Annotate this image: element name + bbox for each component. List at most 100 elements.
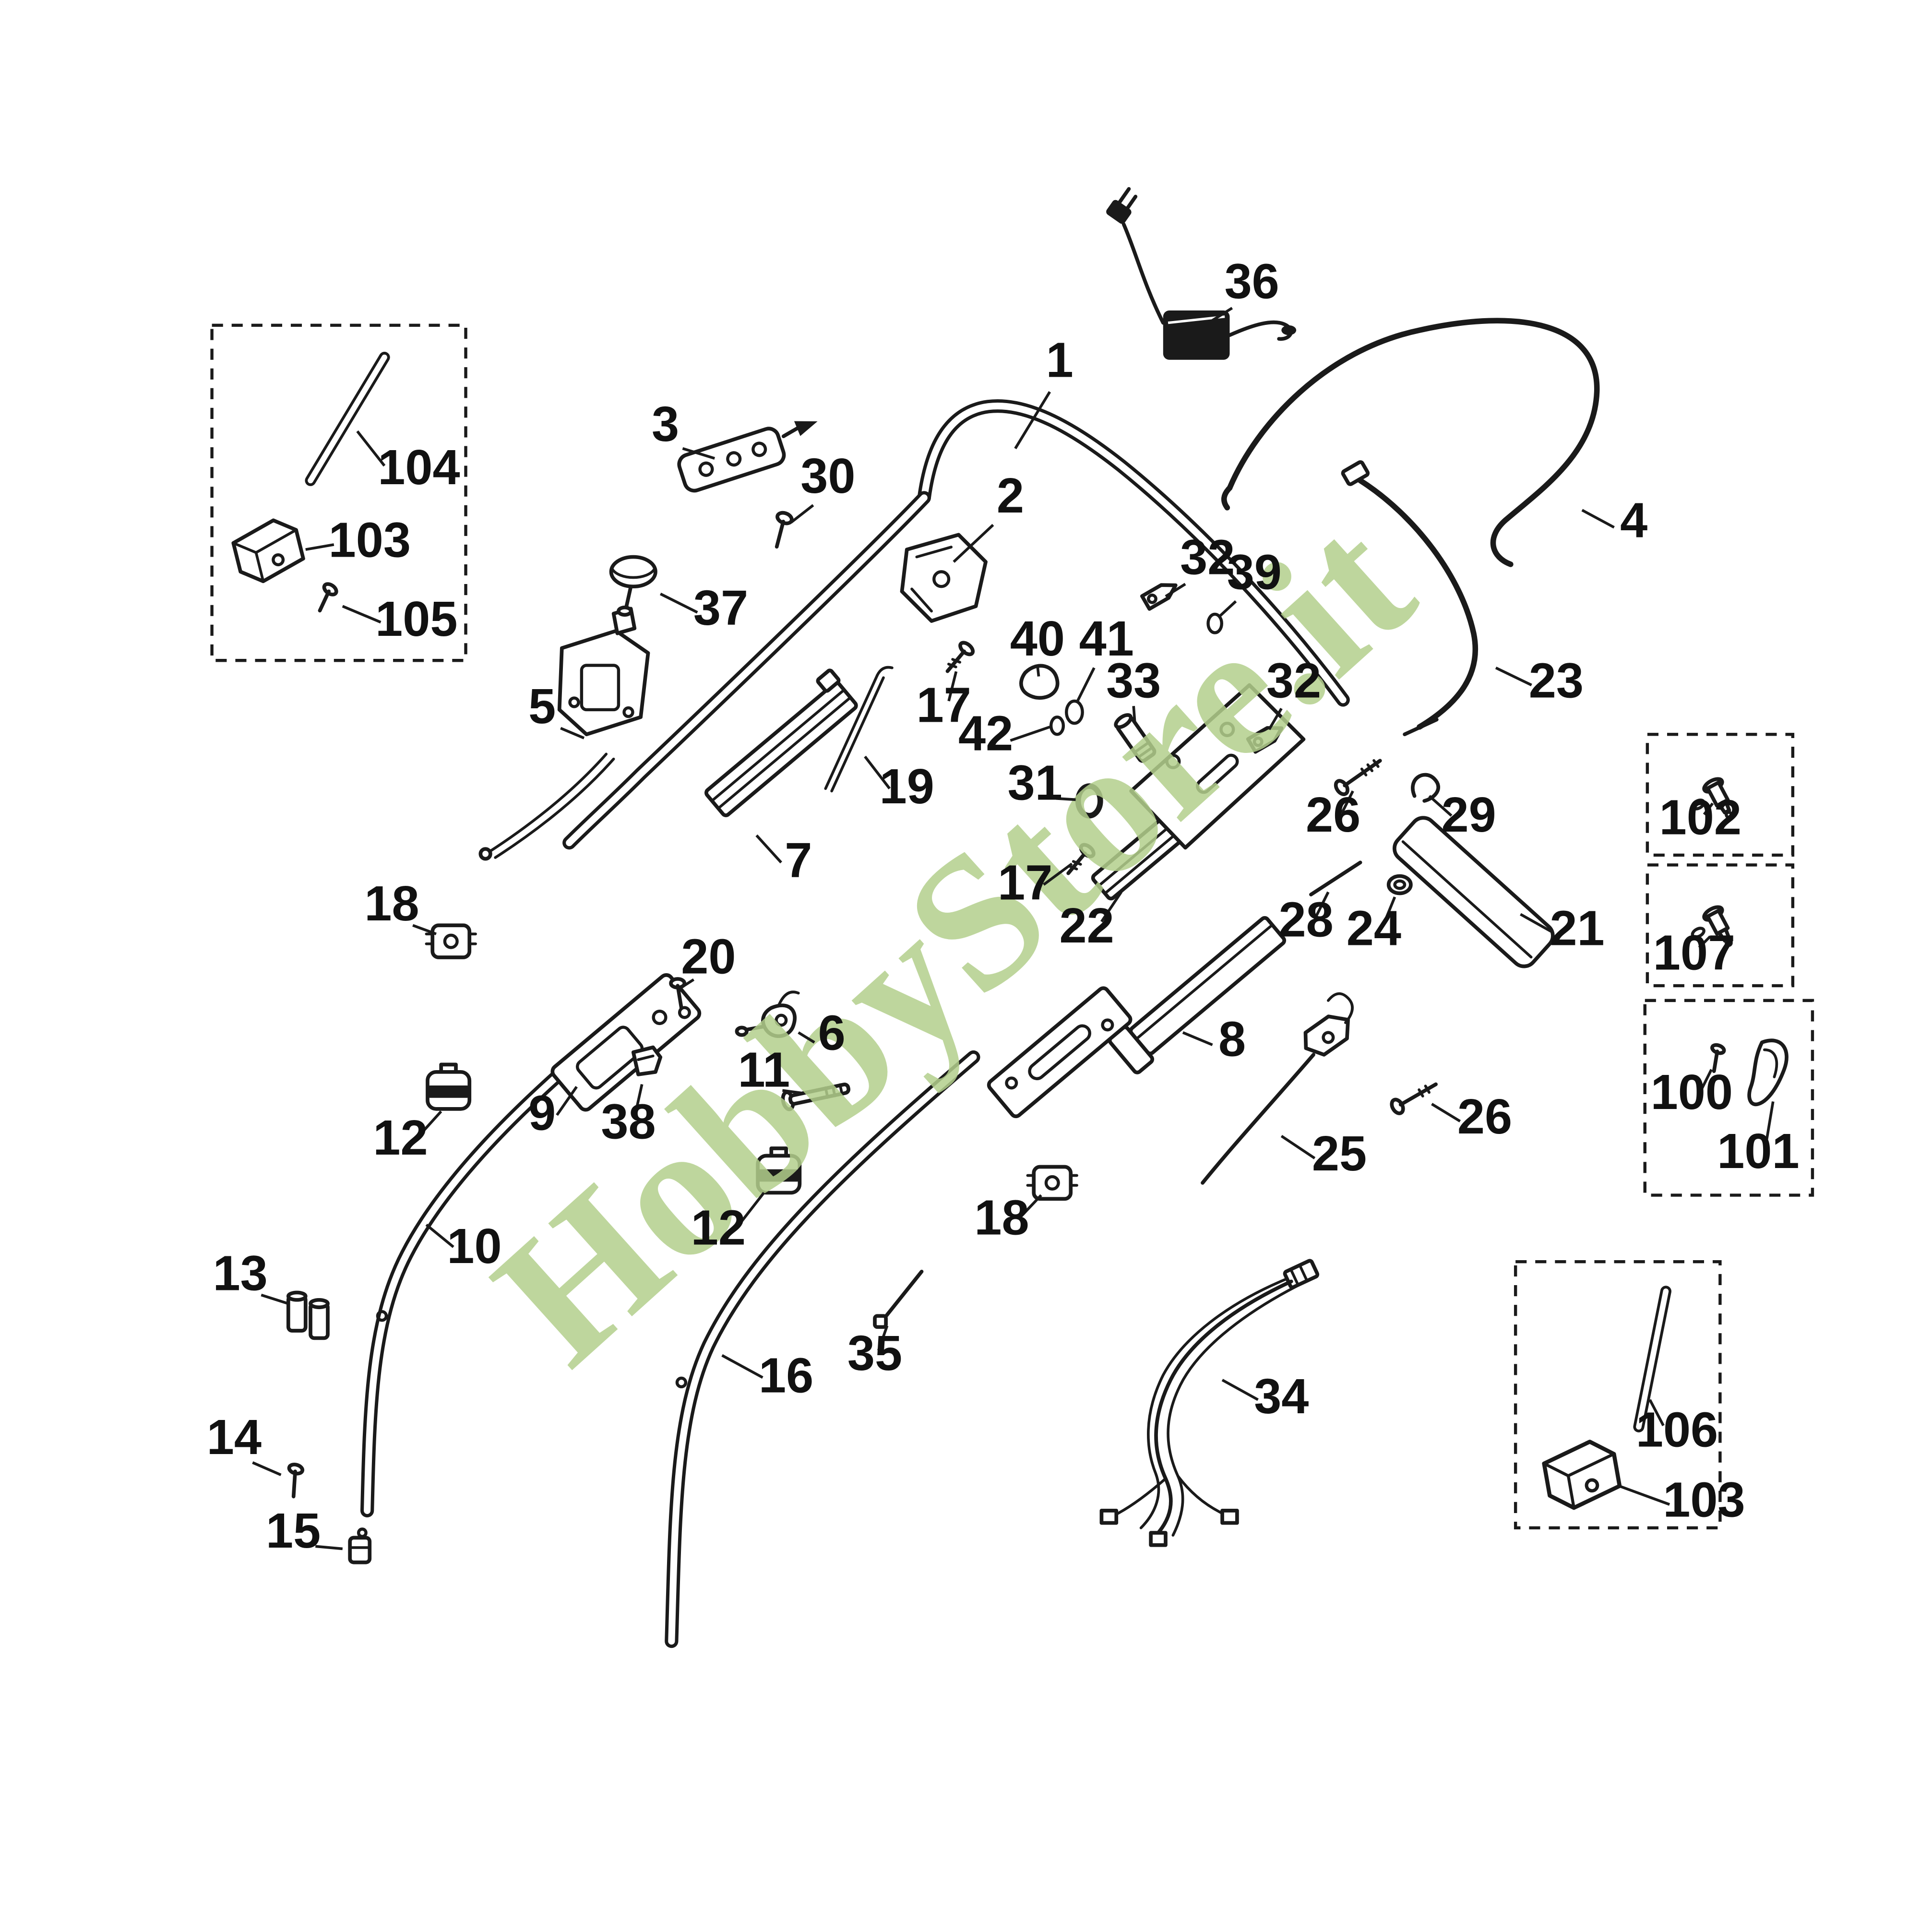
inset-box-2 (1646, 863, 1795, 988)
leader-line-38-37 (633, 1084, 644, 1118)
part-label-20-33: 20 (681, 929, 736, 984)
leader-line-32-15 (1268, 707, 1283, 730)
leader-line-18-44 (1018, 1194, 1042, 1220)
part-label-31-20: 31 (1008, 755, 1062, 810)
part-label-35-48: 35 (847, 1325, 902, 1381)
leader-line-17-26 (1043, 862, 1073, 886)
leader-line-107-31 (1698, 935, 1711, 949)
part-label-25-43: 25 (1312, 1126, 1367, 1181)
bolt-26-art (1334, 759, 1382, 796)
part-label-42-19: 42 (958, 706, 1013, 761)
leader-line-6-34 (798, 1031, 815, 1044)
part-label-107-31: 107 (1653, 925, 1735, 980)
inset-box-1 (1646, 733, 1795, 857)
pin-28-art (1309, 860, 1362, 896)
leader-line-30-4 (790, 504, 814, 524)
leader-line-19-21 (864, 755, 891, 789)
part-label-33-14: 33 (1106, 653, 1161, 708)
leader-line-29-23 (1428, 795, 1453, 817)
part-label-18-32: 18 (364, 876, 419, 931)
cover-21-art (1393, 816, 1555, 968)
screw-100-art (1710, 1043, 1726, 1073)
part-label-32-15: 32 (1266, 653, 1321, 708)
part-label-32-10: 32 (1180, 530, 1235, 585)
leader-line-11-35 (782, 1089, 801, 1095)
part-label-106-51: 106 (1636, 1402, 1718, 1457)
leader-line-102-24 (1703, 802, 1714, 815)
key-32b-art (1246, 726, 1284, 754)
part-label-2-8: 2 (997, 468, 1024, 523)
leader-line-32-10 (1165, 583, 1186, 598)
part-label-28-28: 28 (1279, 892, 1334, 947)
part-label-18-44: 18 (974, 1190, 1029, 1245)
leader-line-21-30 (1520, 913, 1552, 933)
part-15-art (348, 1527, 372, 1564)
part-label-19-21: 19 (880, 759, 934, 814)
leader-line-36-6 (1212, 307, 1233, 322)
part-label-7-25: 7 (785, 833, 812, 888)
leader-line-8-38 (1182, 1031, 1213, 1046)
clamp-6-art (735, 990, 800, 1038)
switch-housing-2-art (900, 533, 988, 623)
plate-lower-right-art (987, 986, 1133, 1119)
rod-104-art (305, 352, 390, 486)
part-label-6-34: 6 (818, 1005, 846, 1061)
leader-line-13-47 (261, 1293, 289, 1305)
clip-18b-art (1026, 1165, 1078, 1201)
inset-box-3 (1643, 999, 1814, 1197)
part-label-104-0: 104 (378, 440, 460, 495)
rod-19-art (824, 666, 894, 793)
leader-line-9-36 (556, 1086, 578, 1116)
screw-20-art (669, 977, 687, 1010)
clip-38-art (631, 1045, 663, 1076)
inset-box-0 (210, 323, 467, 662)
part-label-12-45: 12 (691, 1200, 746, 1255)
leader-line-104-0 (356, 430, 386, 467)
part-label-26-22: 26 (1306, 787, 1360, 842)
leader-line-42-19 (1010, 726, 1050, 742)
cable-tie-35-art (873, 1269, 924, 1329)
washer-24-art (1386, 874, 1413, 895)
part-label-23-16: 23 (1529, 653, 1584, 708)
screw-30-art (775, 511, 794, 549)
leader-line-100-39 (1700, 1069, 1713, 1090)
charger-36-art (1106, 187, 1297, 360)
leader-line-3-3 (682, 447, 716, 460)
part-label-29-23: 29 (1441, 787, 1496, 842)
part-label-103-52: 103 (1663, 1472, 1745, 1527)
leader-line-24-29 (1382, 896, 1396, 925)
clip-29-art (1411, 773, 1440, 803)
part-label-14-53: 14 (207, 1409, 262, 1465)
rail-8-art (1108, 916, 1287, 1074)
leader-line-106-51 (1648, 1399, 1665, 1427)
part-label-9-36: 9 (528, 1085, 556, 1140)
leader-line-12-41 (417, 1110, 442, 1138)
rail-7-art (704, 668, 858, 817)
part-label-8-38: 8 (1218, 1011, 1246, 1066)
part-label-4-7: 4 (1620, 492, 1647, 548)
box-103b-art (1542, 1440, 1622, 1510)
lower-handle-right-art (665, 1050, 980, 1648)
cable-guide-23-art (1341, 460, 1479, 737)
leader-line-28-28 (1313, 891, 1330, 920)
part-label-101-40: 101 (1717, 1123, 1799, 1179)
part-label-3-3: 3 (652, 396, 679, 452)
leader-line-103-1 (305, 543, 334, 551)
grommets-13-art (286, 1290, 330, 1340)
ring-31-art (1075, 783, 1103, 819)
part-label-17-26: 17 (998, 855, 1052, 910)
cable-guard-4-art (1221, 318, 1600, 567)
handle-mount-art (1129, 683, 1306, 850)
part-label-12-41: 12 (373, 1110, 428, 1165)
knob-12-art (426, 1062, 472, 1111)
bolt-26b-art (1390, 1082, 1438, 1115)
key-cylinder-33-art (1114, 713, 1157, 763)
leader-line-34-50 (1221, 1379, 1259, 1401)
leader-line-18-32 (412, 924, 437, 935)
part-label-40-12: 40 (1010, 611, 1065, 666)
washer-41-art (1065, 699, 1084, 725)
screw-17-art (945, 641, 975, 673)
leader-line-39-11 (1219, 600, 1237, 617)
part-label-21-30: 21 (1550, 900, 1604, 955)
